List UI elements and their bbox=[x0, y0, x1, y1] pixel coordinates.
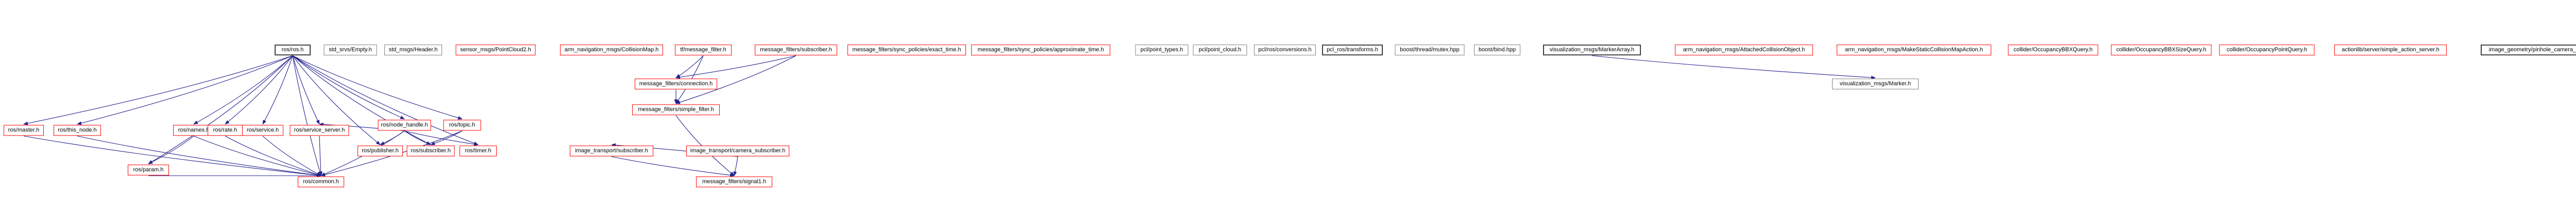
graph-node[interactable]: message_filters/sync_policies/approximat… bbox=[971, 44, 1110, 56]
graph-edge bbox=[77, 136, 321, 177]
graph-edge bbox=[225, 136, 321, 176]
graph-edge bbox=[675, 55, 796, 104]
graph-node[interactable]: tf/message_filter.h bbox=[675, 44, 732, 56]
graph-node[interactable]: arm_navigation_msgs/MakeStaticCollisionM… bbox=[1837, 44, 1991, 56]
graph-node[interactable]: ros/this_node.h bbox=[54, 125, 101, 136]
graph-edge bbox=[675, 55, 796, 79]
graph-node[interactable]: boost/bind.hpp bbox=[1474, 44, 1520, 56]
graph-node[interactable]: ros/timer.h bbox=[460, 145, 497, 157]
graph-node[interactable]: ros/common.h bbox=[298, 176, 344, 188]
graph-node[interactable]: arm_navigation_msgs/CollisionMap.h bbox=[560, 44, 663, 56]
graph-node[interactable]: collider/OccupancyBBXSizeQuery.h bbox=[2111, 44, 2212, 56]
graph-node[interactable]: image_transport/camera_subscriber.h bbox=[686, 145, 789, 157]
graph-node[interactable]: visualization_msgs/Marker.h bbox=[1832, 78, 1919, 90]
graph-edge bbox=[193, 55, 293, 125]
graph-node[interactable]: sensor_msgs/PointCloud2.h bbox=[455, 44, 536, 56]
graph-edge bbox=[1591, 55, 1876, 79]
graph-edge bbox=[148, 55, 293, 164]
graph-node[interactable]: image_geometry/pinhole_camera_model.h bbox=[2481, 44, 2576, 56]
graph-edge bbox=[292, 55, 322, 176]
graph-node[interactable]: collider/OccupancyPointQuery.h bbox=[2219, 44, 2315, 56]
graph-node[interactable]: std_msgs/Header.h bbox=[384, 44, 442, 56]
graph-node[interactable]: message_filters/simple_filter.h bbox=[632, 104, 720, 115]
graph-node[interactable]: std_srvs/Empty.h bbox=[324, 44, 377, 56]
graph-node[interactable]: ros/subscriber.h bbox=[406, 145, 455, 157]
graph-edge bbox=[292, 55, 405, 120]
graph-node[interactable]: ros/topic.h bbox=[443, 120, 481, 131]
graph-node[interactable]: message_filters/connection.h bbox=[635, 78, 717, 90]
graph-edge bbox=[430, 130, 463, 145]
graph-edge bbox=[77, 55, 293, 125]
graph-edge bbox=[23, 136, 321, 177]
graph-node[interactable]: boost/thread/mutex.hpp bbox=[1395, 44, 1465, 56]
graph-edge bbox=[23, 55, 293, 125]
graph-node[interactable]: ros/master.h bbox=[4, 125, 44, 136]
graph-edge bbox=[262, 136, 321, 176]
graph-node[interactable]: ros/publisher.h bbox=[358, 145, 403, 157]
graph-edge bbox=[148, 136, 194, 164]
graph-edge bbox=[733, 156, 738, 176]
graph-node[interactable]: pcl/point_types.h bbox=[1135, 44, 1189, 56]
graph-edge bbox=[193, 136, 321, 177]
graph-node[interactable]: collider/OccupancyBBXQuery.h bbox=[2008, 44, 2098, 56]
graph-edge bbox=[319, 136, 323, 176]
graph-edge bbox=[380, 130, 405, 145]
graph-edge bbox=[292, 55, 479, 145]
graph-node[interactable]: message_filters/subscriber.h bbox=[755, 44, 837, 56]
graph-node[interactable]: ros/ros.h bbox=[275, 44, 311, 56]
graph-node[interactable]: image_transport/subscriber.h bbox=[570, 145, 653, 157]
graph-node[interactable]: actionlib/server/simple_action_server.h bbox=[2334, 44, 2447, 56]
graph-edge bbox=[611, 156, 735, 177]
graph-node[interactable]: ros/service_server.h bbox=[290, 125, 349, 136]
graph-node[interactable]: ros/node_handle.h bbox=[378, 120, 431, 131]
graph-node[interactable]: pcl/ros/conversions.h bbox=[1254, 44, 1316, 56]
graph-node[interactable]: arm_navigation_msgs/AttachedCollisionObj… bbox=[1675, 44, 1813, 56]
graph-edge bbox=[404, 130, 479, 146]
graph-node[interactable]: message_filters/signal1.h bbox=[696, 176, 772, 188]
graph-node[interactable]: message_filters/sync_policies/exact_time… bbox=[848, 44, 966, 56]
graph-edge bbox=[292, 55, 320, 125]
graph-node[interactable]: ros/param.h bbox=[128, 164, 169, 176]
graph-node[interactable]: ros/rate.h bbox=[208, 125, 243, 136]
graph-edge bbox=[292, 55, 381, 145]
graph-edge bbox=[262, 55, 293, 125]
graph-node[interactable]: pcl_ros/transforms.h bbox=[1322, 44, 1383, 56]
graph-node[interactable]: visualization_msgs/MarkerArray.h bbox=[1543, 44, 1641, 56]
graph-node[interactable]: ros/service.h bbox=[242, 125, 283, 136]
graph-edge bbox=[225, 55, 293, 125]
graph-edge bbox=[292, 55, 431, 145]
graph-node[interactable]: pcl/point_cloud.h bbox=[1193, 44, 1247, 56]
graph-edge bbox=[404, 130, 431, 145]
graph-edge bbox=[292, 55, 463, 120]
